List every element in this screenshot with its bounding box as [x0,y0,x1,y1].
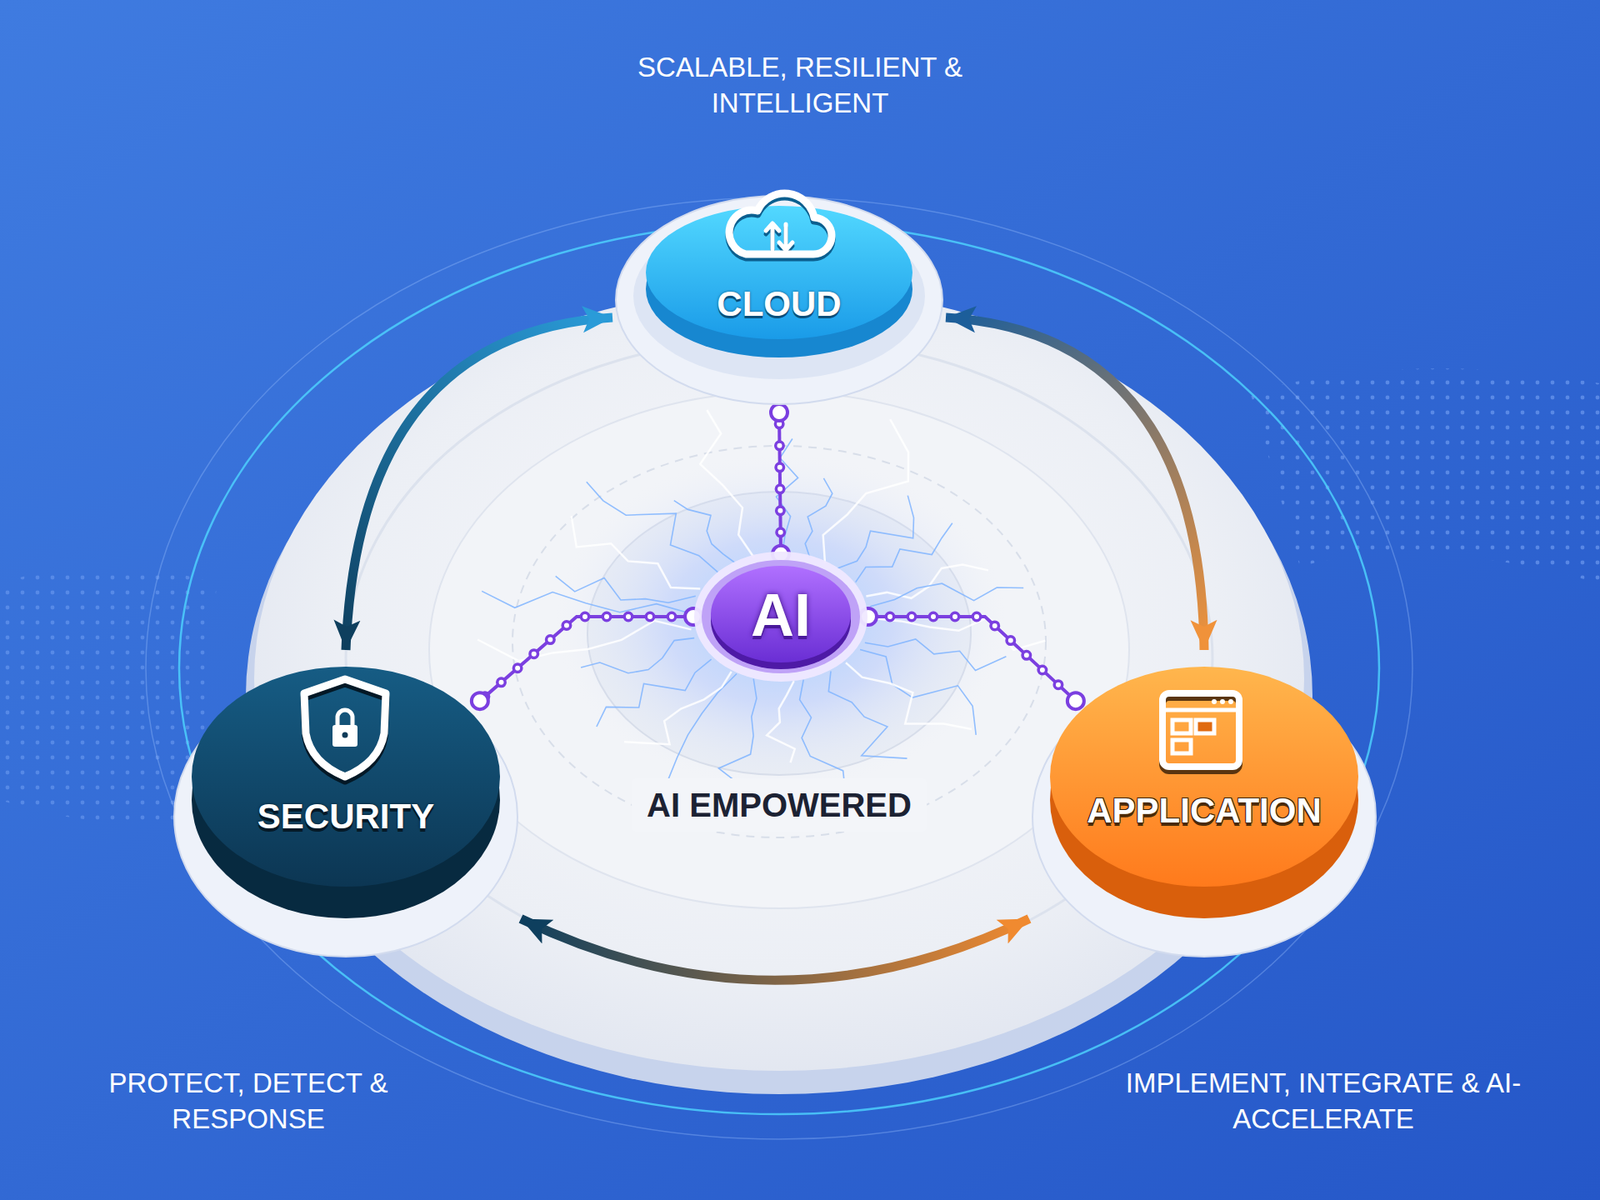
lightning-bolt [674,500,736,564]
dotted-link [860,608,1085,710]
node-title: CLOUD [716,286,841,322]
tagline: PROTECT, DETECT & RESPONSE [81,1065,415,1138]
lightning-bolt [805,478,833,559]
lightning-bolt [870,583,1024,607]
cycle-arrow [520,919,1030,981]
lightning-bolt [823,419,909,563]
node-title: SECURITY [257,799,435,835]
ai-hub: AI [693,550,869,684]
lightning-bolt [700,410,755,558]
node-title: AI [750,585,811,645]
orbit-ring [145,197,1413,1140]
lightning-bolt [718,679,757,792]
cloud-disc: CLOUD [612,162,946,413]
lightning-bolt [845,662,972,730]
lightning-bolt [580,638,695,674]
lightning-bolt [555,575,696,603]
lightning-bolt [766,680,795,763]
node-title: APPLICATION [1086,793,1322,829]
lightning-bolt [586,481,719,573]
platform-ring [429,391,1130,909]
lightning-bolt [481,590,690,614]
hub-caption: AI EMPOWERED [631,778,927,832]
lightning-bolt [871,617,1045,650]
tagline: IMPLEMENT, INTEGRATE & AI-ACCELERATE [1106,1065,1540,1138]
lightning-bolt [828,671,907,760]
cycle-arrow [345,317,613,650]
lightning-bolt [596,659,712,727]
lightning-bolt [836,495,914,570]
security-disc: SECURITY [170,650,521,963]
dotted-link [770,404,790,563]
dot-texture [1250,368,1600,584]
lightning-bolt [624,671,732,745]
lightning-bolt [865,565,989,599]
dotted-link [471,608,702,710]
lightning-bolt [571,515,701,590]
lightning-bolt [800,680,846,791]
cycle-arrow [945,317,1205,650]
lightning [477,410,1045,804]
tagline: SCALABLE, RESILIENT & INTELLIGENT [600,50,1000,122]
lightning-bolt [865,639,1007,671]
lightning-bolt [477,620,691,661]
application-disc: APPLICATION [1029,650,1380,963]
